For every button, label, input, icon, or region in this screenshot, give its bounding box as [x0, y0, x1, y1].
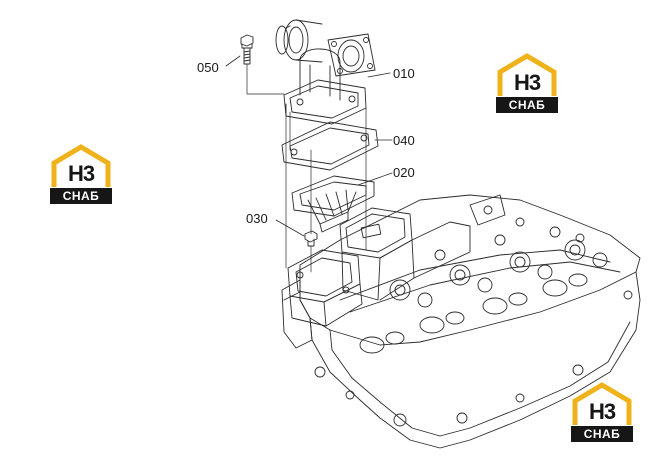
house-roof-icon [51, 144, 111, 187]
cylinder-head [281, 194, 641, 449]
callout-040: 040 [393, 133, 415, 148]
logo-mark: H3 [513, 70, 541, 95]
gasket-040 [281, 121, 379, 171]
logo-mark: H3 [588, 399, 616, 424]
logo-band: СНАБ [571, 426, 633, 442]
house-roof-icon [572, 382, 632, 425]
callout-010: 010 [393, 66, 415, 81]
assembly-lines [246, 63, 367, 273]
callout-020: 020 [393, 165, 415, 180]
house-roof-icon [497, 53, 557, 96]
logo-band: СНАБ [496, 97, 558, 113]
bolt-050 [240, 34, 254, 65]
intake-heater-020 [291, 175, 375, 233]
watermark-logo-bottom-right: H3 СНАБ [571, 381, 633, 445]
intake-elbow-010 [275, 19, 376, 125]
callout-030: 030 [246, 211, 268, 226]
intake-manifold [287, 207, 471, 327]
callout-050: 050 [197, 60, 219, 75]
logo-mark: H3 [67, 161, 95, 186]
leader-lines [225, 55, 393, 237]
logo-band: СНАБ [50, 188, 112, 204]
watermark-logo-top-right: H3 СНАБ [496, 52, 558, 116]
watermark-logo-left: H3 СНАБ [50, 143, 112, 207]
